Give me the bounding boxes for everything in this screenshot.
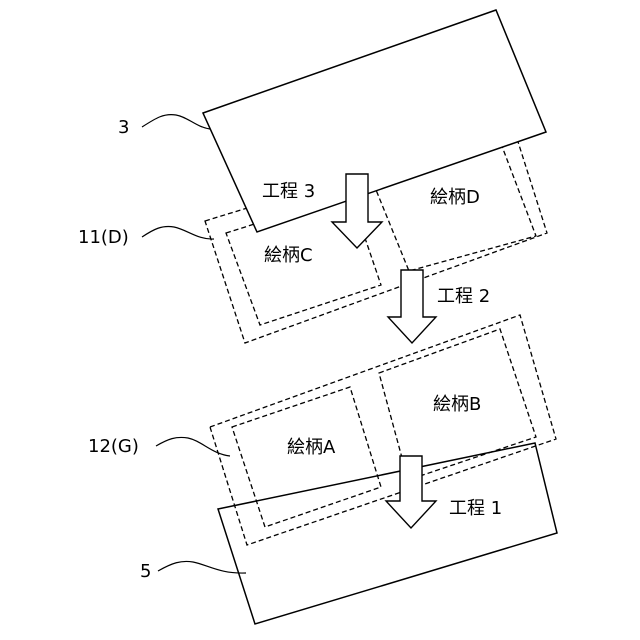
pattern-c-label: 絵柄C [264,245,313,266]
pattern-b-label: 絵柄B [433,394,481,415]
ref-sheet-bottom: 5 [140,561,151,582]
step-3-label: 工程 3 [262,181,315,202]
leader-sheet-top [142,115,210,129]
pattern-a-label: 絵柄A [287,437,336,458]
step-2-arrow [388,270,436,343]
ref-frame-d: 11(D) [78,227,129,248]
bottom-sheet [218,443,557,624]
leader-sheet-bottom [158,561,246,573]
pattern-d-label: 絵柄D [430,187,480,208]
top-sheet [203,10,546,232]
ref-frame-g: 12(G) [88,436,139,457]
leader-frame-g [156,437,230,456]
step-1-label: 工程 1 [449,498,502,519]
step-2-label: 工程 2 [437,286,490,307]
ref-sheet-top: 3 [118,117,129,138]
leader-frame-d [142,226,214,239]
